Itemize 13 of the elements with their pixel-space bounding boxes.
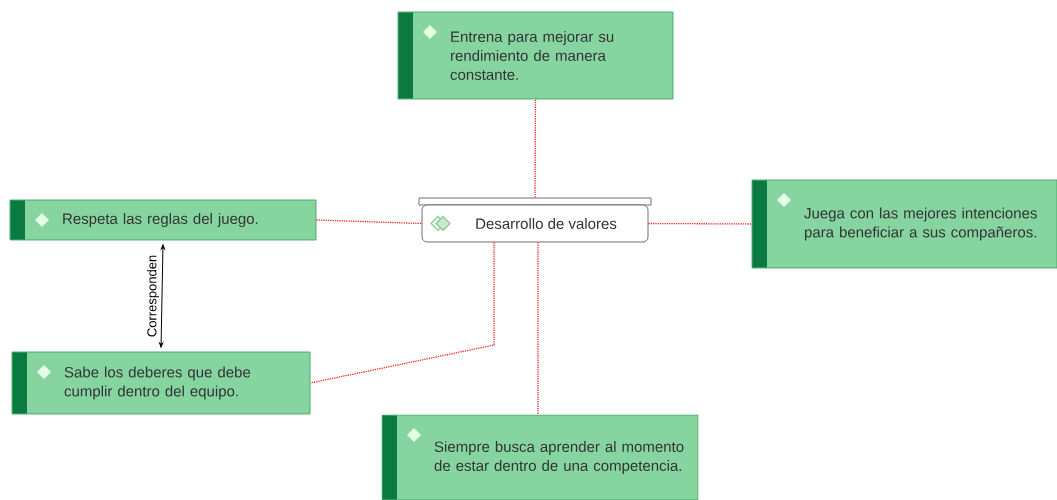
- connector-line: [534, 98, 537, 199]
- topic-box: Respeta las reglas del juego.: [9, 199, 317, 241]
- connector-line: [315, 219, 423, 225]
- topic-box: Entrena para mejorar su rendimiento de manera constante.: [397, 11, 674, 100]
- edge-label: Corresponden: [145, 253, 161, 339]
- connector-line: [537, 241, 539, 416]
- arrow: [159, 244, 165, 348]
- topic-box: Siempre busca aprender al momento de estar dentro de una competencia.: [381, 414, 699, 500]
- topic-box: Juega con las mejores intenciones para beneficiar a sus compañeros.: [751, 179, 1057, 269]
- connector-line: [309, 241, 495, 384]
- connector-line: [647, 222, 753, 225]
- topic-box: Sabe los deberes que debe cumplir dentro del equipo.: [11, 351, 311, 415]
- topic-box: Desarrollo de valores: [418, 197, 652, 243]
